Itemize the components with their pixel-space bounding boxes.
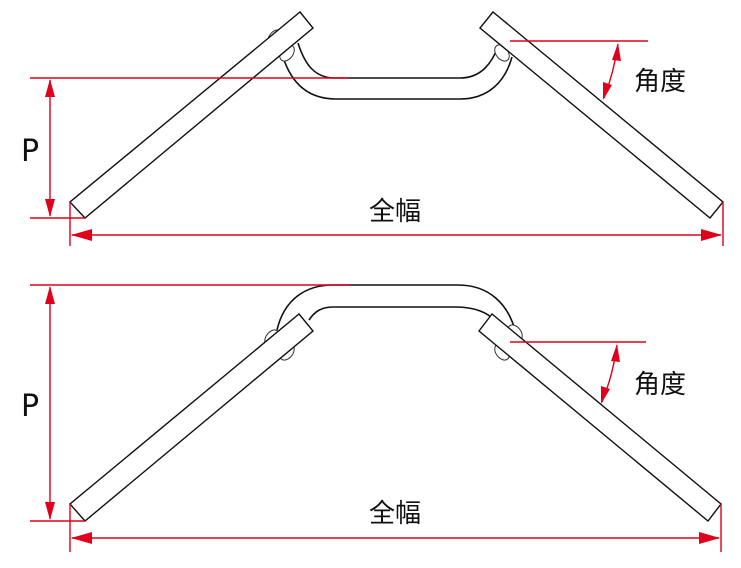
handlebar-center-bend xyxy=(282,42,513,100)
angle-label: 角度 xyxy=(634,370,686,400)
grip-right xyxy=(479,11,724,219)
pullback-dimension: P xyxy=(21,284,349,522)
angle-dimension: 角度 xyxy=(510,40,686,100)
width-label: 全幅 xyxy=(369,499,421,529)
handlebar-center-bend xyxy=(276,284,516,331)
width-dimension: 全幅 xyxy=(69,197,724,246)
pullback-label: P xyxy=(21,134,39,169)
diagram-top: P 全幅 角度 xyxy=(21,11,724,246)
diagram-bottom: P 全幅 角度 xyxy=(21,284,722,552)
grip-right xyxy=(478,312,722,523)
angle-dimension: 角度 xyxy=(510,341,686,404)
grip-left xyxy=(68,11,314,219)
pullback-label: P xyxy=(21,389,39,424)
width-label: 全幅 xyxy=(369,197,421,227)
angle-label: 角度 xyxy=(634,67,686,97)
pullback-dimension: P xyxy=(21,77,349,219)
grip-left xyxy=(68,313,314,522)
width-dimension: 全幅 xyxy=(69,499,722,552)
